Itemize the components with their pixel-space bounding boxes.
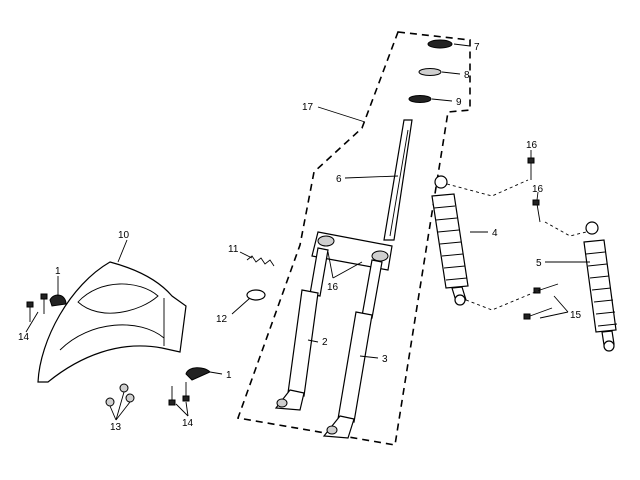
part-14-screws-right bbox=[168, 382, 190, 406]
callout-9: 9 bbox=[456, 97, 462, 108]
callout-1-left: 1 bbox=[55, 266, 61, 277]
part-16-bolt-upper bbox=[527, 157, 535, 180]
part-16-bolt-lower bbox=[532, 199, 541, 223]
part-15-bolt-upper bbox=[533, 283, 559, 294]
callout-17: 17 bbox=[302, 102, 314, 113]
callout-10: 10 bbox=[118, 230, 130, 241]
part-11-spring bbox=[246, 255, 275, 267]
callout-6: 6 bbox=[336, 174, 342, 185]
callout-14-right: 14 bbox=[182, 418, 194, 429]
part-12-washer bbox=[246, 289, 266, 301]
callout-13: 13 bbox=[110, 422, 122, 433]
callout-12: 12 bbox=[216, 314, 228, 325]
part-15-bolt-lower bbox=[523, 307, 553, 320]
callout-1-right: 1 bbox=[226, 370, 232, 381]
part-13-nuts bbox=[105, 383, 135, 407]
callout-16-lower: 16 bbox=[532, 184, 544, 195]
assembly-line-shock5-top bbox=[544, 221, 587, 237]
callout-7: 7 bbox=[474, 42, 480, 53]
callout-8: 8 bbox=[464, 70, 470, 81]
callout-14-left: 14 bbox=[18, 332, 30, 343]
part-9-ring bbox=[408, 95, 432, 103]
assembly-line-shock4-top bbox=[446, 179, 529, 197]
part-14-screws-left bbox=[26, 293, 48, 322]
callout-4: 4 bbox=[492, 228, 498, 239]
callout-3: 3 bbox=[382, 354, 388, 365]
part-4-shock-absorber bbox=[431, 175, 469, 306]
part-6-steering-stem bbox=[383, 119, 413, 241]
assembly-line-shock4-bottom bbox=[465, 289, 541, 311]
callout-16-fork: 16 bbox=[327, 282, 339, 293]
leader-lines bbox=[25, 43, 590, 421]
part-1-clip-right bbox=[185, 367, 211, 381]
part-8-washer bbox=[418, 68, 442, 76]
part-3-fork-leg-right bbox=[322, 259, 383, 439]
part-2-fork-leg-left bbox=[274, 247, 329, 411]
callout-16-upper: 16 bbox=[526, 140, 538, 151]
part-10-front-fender bbox=[37, 261, 187, 383]
part-1-clip-left bbox=[49, 294, 67, 307]
part-5-shock-absorber bbox=[583, 221, 618, 352]
callout-15: 15 bbox=[570, 310, 582, 321]
callout-2: 2 bbox=[322, 337, 328, 348]
fork-assembly-boundary bbox=[236, 31, 471, 446]
part-7-nut bbox=[427, 39, 453, 49]
callout-5: 5 bbox=[536, 258, 542, 269]
callout-11: 11 bbox=[228, 244, 239, 255]
